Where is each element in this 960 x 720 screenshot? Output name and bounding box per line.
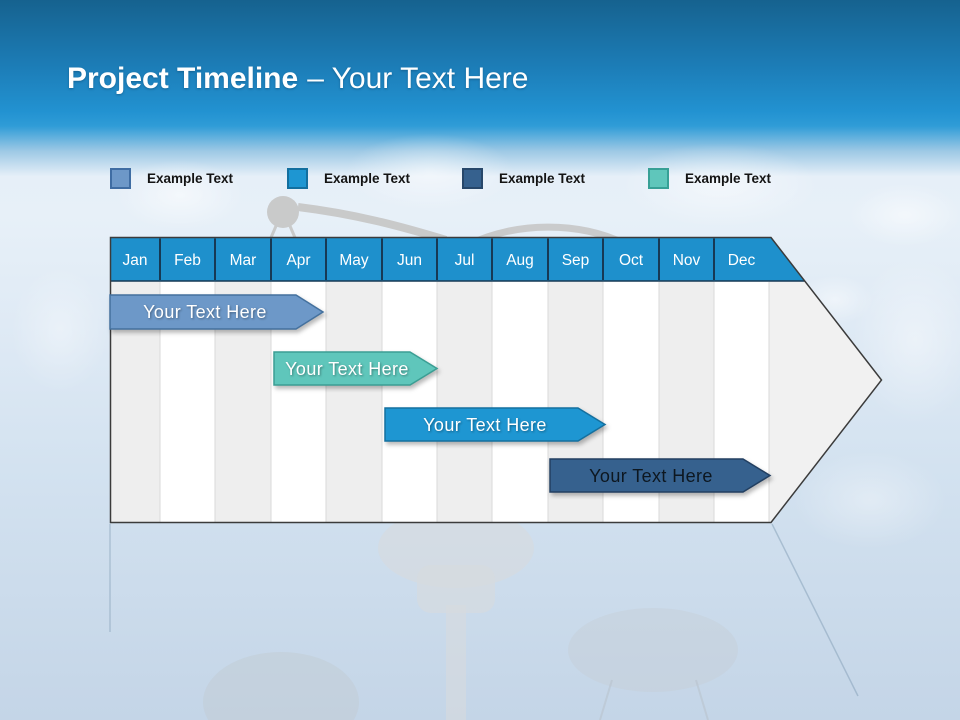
- legend-swatch-bright-blue: [287, 168, 308, 189]
- legend-swatch-steel-blue: [110, 168, 131, 189]
- legend-item: Example Text: [648, 168, 771, 189]
- timeline-bar: [109, 294, 325, 330]
- legend-item-label: Example Text: [324, 171, 411, 186]
- legend-item-label: Example Text: [499, 171, 586, 186]
- timeline-bar-label: Your Text Here: [589, 466, 713, 486]
- month-label: Nov: [673, 252, 701, 269]
- legend-swatch-dark-blue: [462, 168, 483, 189]
- timeline-bar: [384, 407, 607, 442]
- month-label: Apr: [286, 252, 310, 269]
- month-label: Jul: [455, 252, 475, 269]
- month-label: Oct: [619, 252, 644, 269]
- table-reflection: [109, 508, 859, 720]
- slide-title-sub: – Your Text Here: [307, 62, 529, 95]
- legend-swatch-teal: [648, 168, 669, 189]
- timeline-bar-label: Your Text Here: [423, 415, 547, 435]
- bulb-reflection-right: [568, 608, 738, 692]
- legend-item-label: Example Text: [147, 171, 234, 186]
- timeline-arrow-outline: [109, 236, 883, 524]
- month-label: Jan: [123, 252, 148, 269]
- legend-item: Example Text: [110, 168, 233, 189]
- month-header-band: [110, 237, 805, 282]
- slide-title: Project Timeline– Your Text Here: [67, 60, 528, 98]
- month-label: Feb: [174, 252, 201, 269]
- timeline-bar: [273, 351, 439, 386]
- month-label: Jun: [397, 252, 422, 269]
- bulb-reflection-center: [378, 508, 534, 588]
- bulb-reflection-left: [203, 652, 359, 720]
- month-label: Sep: [562, 252, 590, 269]
- legend-item: Example Text: [287, 168, 410, 189]
- legend-item: Example Text: [462, 168, 585, 189]
- timeline-bar-label: Your Text Here: [285, 359, 409, 379]
- legend-item-label: Example Text: [685, 171, 772, 186]
- sphere-decoration: [267, 196, 299, 228]
- timeline-bar-label: Your Text Here: [143, 302, 267, 322]
- timeline-bar: [549, 458, 772, 493]
- slide-title-main: Project Timeline: [67, 62, 299, 95]
- month-label: Mar: [230, 252, 257, 269]
- month-label: May: [339, 252, 369, 269]
- month-label: Aug: [506, 252, 534, 269]
- month-label: Dec: [728, 252, 756, 269]
